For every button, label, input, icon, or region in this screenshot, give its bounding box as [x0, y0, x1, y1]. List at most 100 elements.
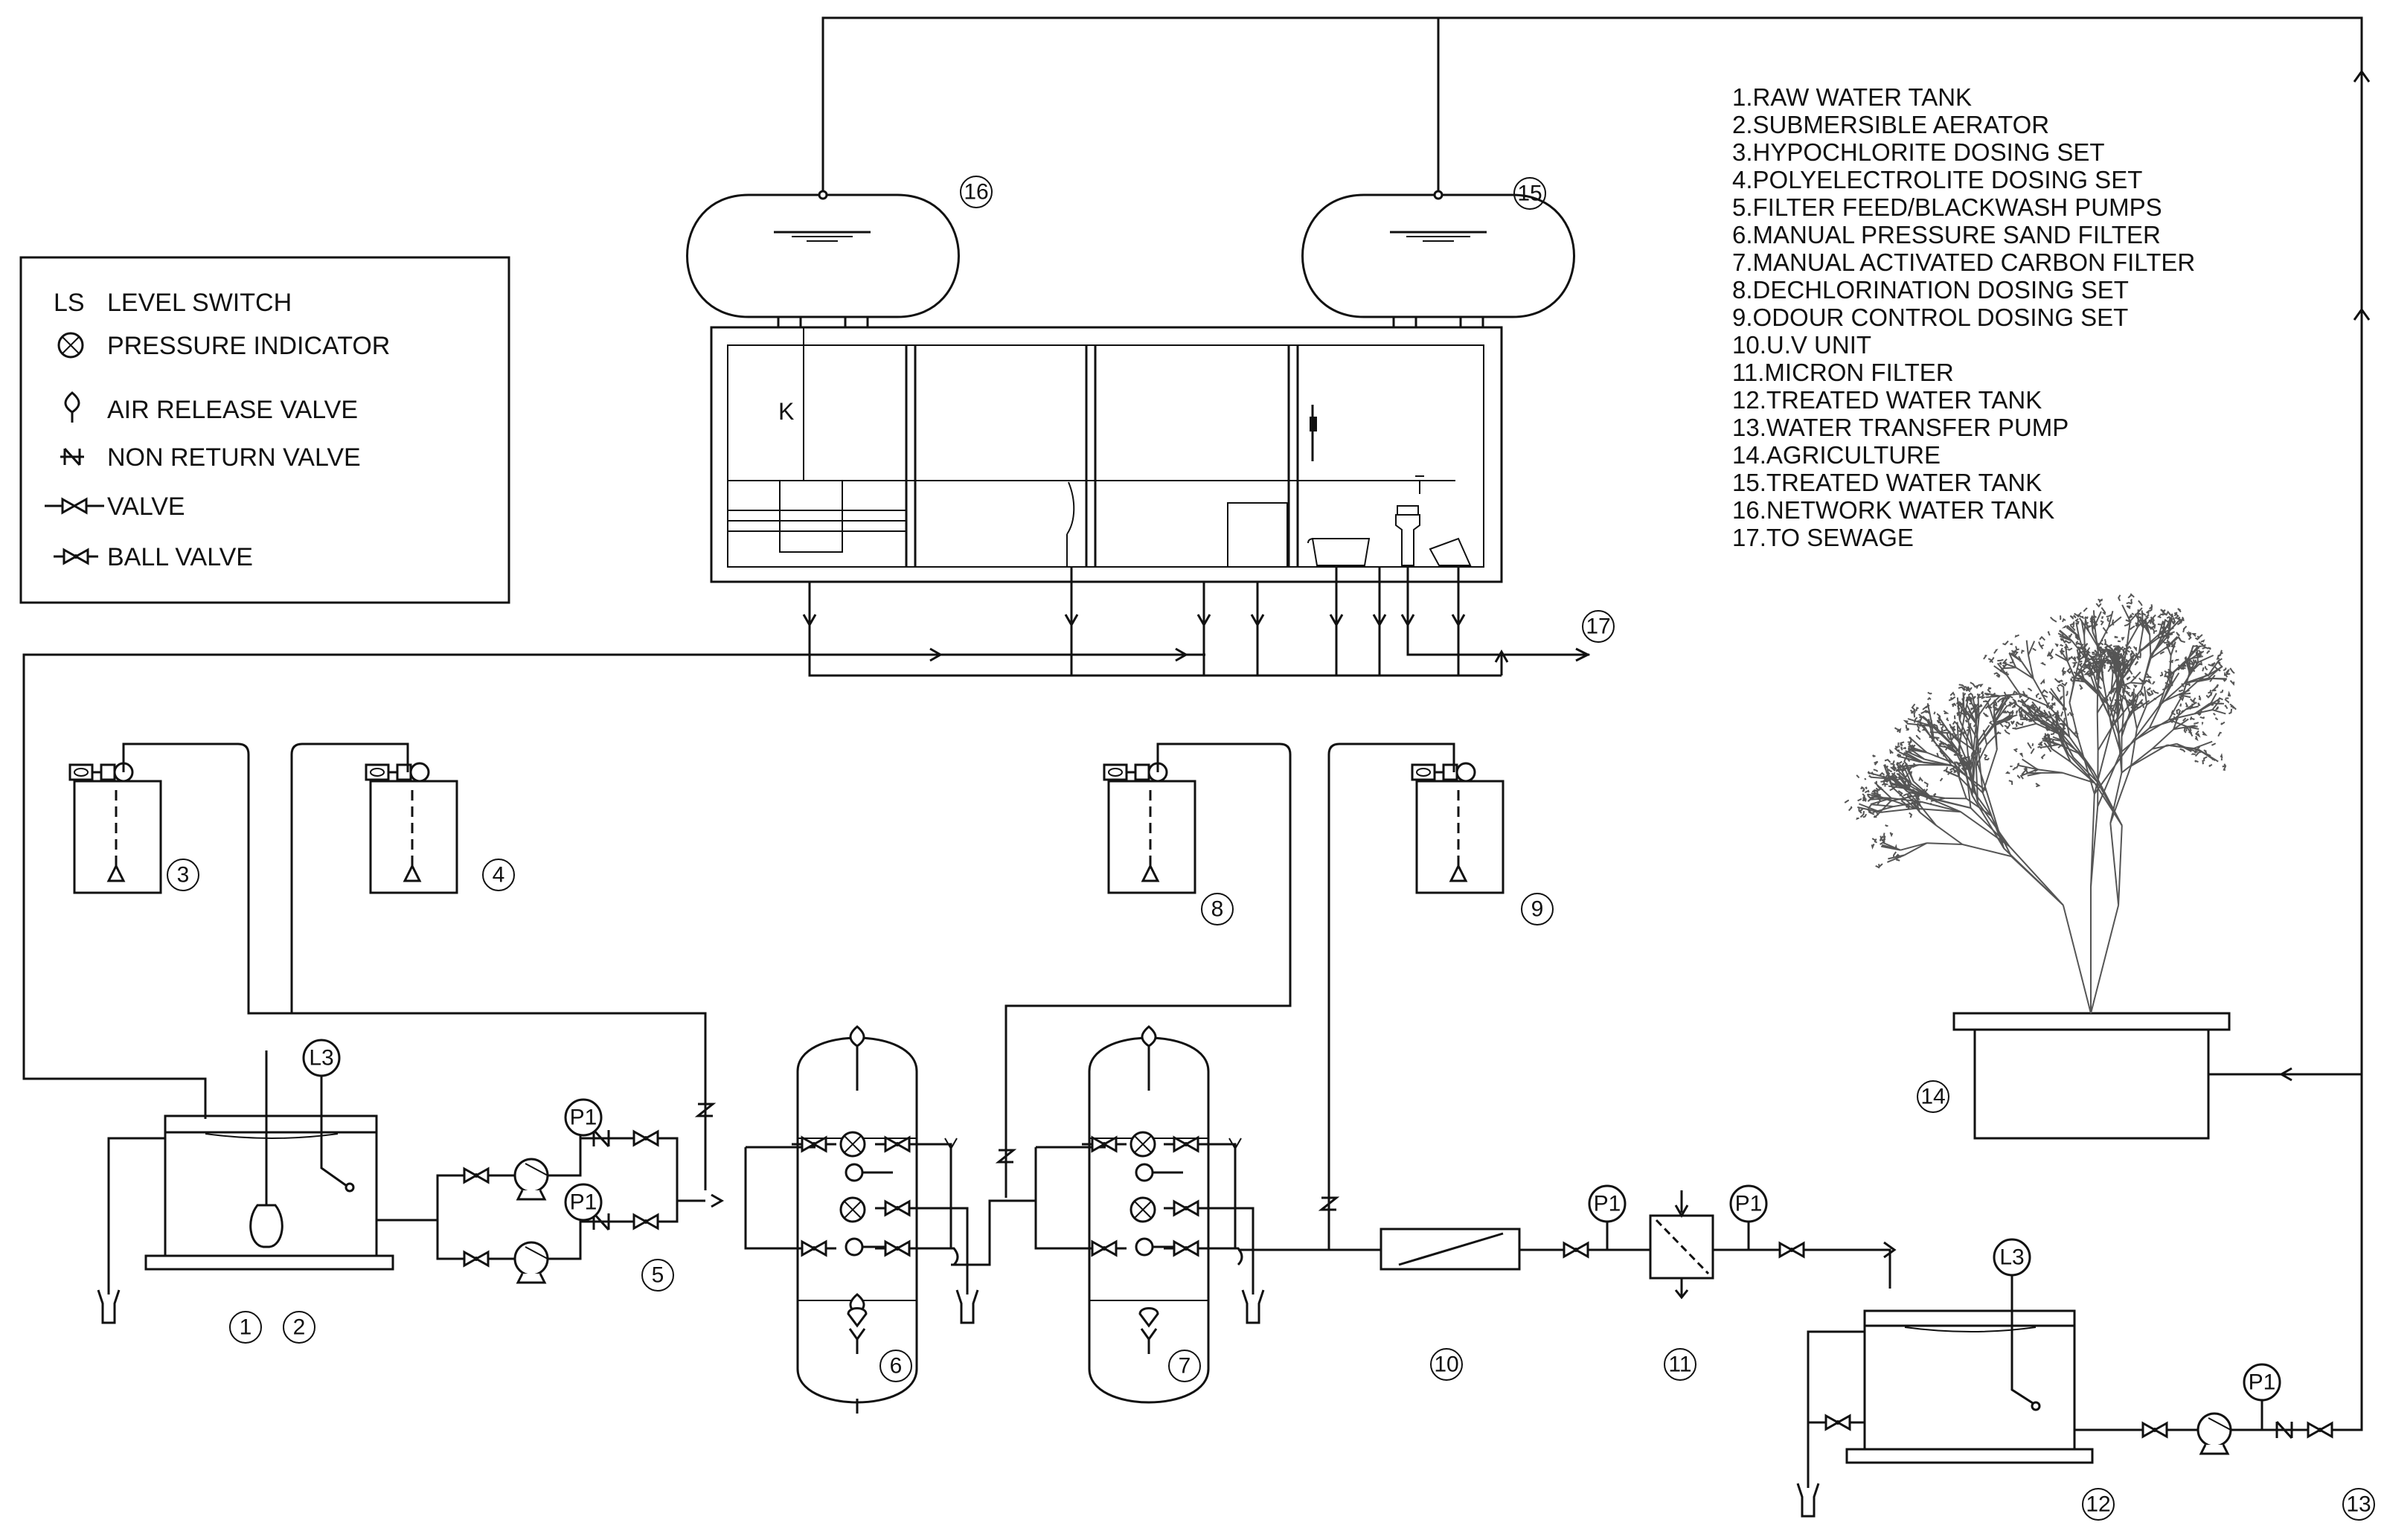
tree-branch	[2071, 640, 2086, 658]
tree-leaf	[1899, 760, 1903, 764]
tag-4: 4	[482, 859, 515, 891]
tree-leaf	[1862, 798, 1867, 802]
tree-leaf	[2135, 706, 2141, 708]
tree-leaf	[2211, 742, 2217, 746]
tree-branch	[2120, 646, 2128, 681]
tree-branch	[1971, 695, 1978, 719]
tree-branch	[2066, 624, 2080, 638]
tree-leaf	[2060, 638, 2065, 642]
tree-leaf	[2054, 643, 2059, 647]
tree-branch	[2097, 752, 2121, 807]
tree-leaf	[1915, 788, 1920, 793]
tree-leaf	[2074, 612, 2082, 617]
tree-branch	[1926, 751, 1954, 764]
tree-leaf	[2130, 593, 2135, 598]
tree-leaf	[2103, 697, 2109, 702]
tree-leaf	[2143, 620, 2147, 624]
tree-branch	[1938, 716, 1951, 734]
tree-branch	[2132, 719, 2170, 742]
tree-branch	[2062, 771, 2095, 784]
tree-branch	[2027, 771, 2042, 777]
equipment-list-item: 14.AGRICULTURE	[1732, 441, 1941, 469]
tree-branch	[2130, 728, 2138, 766]
tree-leaf	[1929, 802, 1932, 806]
tree-leaf	[1923, 793, 1929, 801]
tree-leaf	[1889, 748, 1894, 754]
tree-branch	[1943, 745, 1957, 754]
tag-12: 12	[2082, 1488, 2115, 1521]
tree-branch	[2090, 794, 2095, 888]
tree-leaf	[2059, 644, 2064, 647]
tree-leaf	[2173, 716, 2179, 722]
tree-branch	[1958, 719, 1975, 751]
legend-label-non-return-valve: NON RETURN VALVE	[107, 443, 361, 472]
tree-branch	[1919, 812, 1937, 827]
tree-leaf	[2199, 661, 2203, 666]
tree-leaf	[1890, 760, 1895, 766]
tree-branch	[2109, 772, 2123, 824]
tree-branch	[2010, 652, 2022, 662]
tree-leaf	[2125, 644, 2130, 649]
tree-leaf	[2112, 619, 2115, 626]
tree-leaf	[1967, 725, 1972, 729]
tree-leaf	[2202, 760, 2205, 765]
tree-leaf	[2015, 710, 2019, 714]
tree-branch	[2187, 655, 2203, 661]
tree-branch	[2171, 672, 2180, 684]
tree-branch	[1952, 762, 1984, 794]
tree-branch	[2131, 705, 2138, 729]
tree-branch	[2074, 659, 2080, 677]
tree-leaf	[1976, 693, 1980, 697]
tree-branch	[2015, 722, 2037, 730]
tree-branch	[2069, 676, 2077, 703]
tree-leaf	[2135, 621, 2139, 626]
tree-leaf	[2128, 699, 2131, 702]
tree-branch	[1905, 750, 1925, 760]
tree-leaf	[2052, 720, 2055, 724]
tree-leaf	[2217, 731, 2222, 737]
tree-leaf	[2098, 598, 2103, 603]
tree-leaf	[2173, 642, 2176, 648]
tree-leaf	[2195, 638, 2200, 641]
tree-leaf	[2061, 681, 2068, 687]
tree-leaf	[1894, 727, 1898, 731]
tree-branch	[1978, 750, 1984, 793]
tree-leaf	[2126, 605, 2131, 609]
tree-leaf	[2098, 598, 2103, 602]
tree-branch	[1930, 797, 1946, 802]
tree-branch	[1973, 792, 1992, 817]
tag-16: 16	[960, 176, 993, 208]
tree-leaf	[2177, 608, 2182, 613]
tree-branch	[2212, 709, 2226, 715]
tree-leaf	[1880, 779, 1886, 783]
tree-branch	[2008, 845, 2064, 906]
equipment-list-item: 11.MICRON FILTER	[1732, 359, 1954, 386]
tree-leaf	[2074, 617, 2079, 623]
tree-leaf	[2173, 658, 2179, 661]
ball-valve-icon	[52, 548, 100, 565]
equipment-list-item: 6.MANUAL PRESSURE SAND FILTER	[1732, 221, 2161, 248]
tree-leaf	[2041, 694, 2048, 698]
tree-leaf	[2016, 721, 2020, 725]
tree-leaf	[2201, 643, 2206, 647]
tree-leaf	[1856, 774, 1860, 779]
tree-leaf	[2208, 647, 2211, 650]
tree-branch	[1956, 697, 1961, 721]
tree-leaf	[2022, 690, 2026, 696]
tree-leaf	[2181, 710, 2185, 713]
kitchen-label: K	[778, 398, 794, 425]
tree-leaf	[2219, 661, 2223, 667]
tree-leaf	[2015, 646, 2019, 651]
tree-leaf	[1979, 747, 1981, 753]
tag-3: 3	[167, 859, 199, 891]
tree-leaf	[1894, 844, 1897, 850]
tree-leaf	[2051, 696, 2054, 701]
tree-leaf	[2130, 598, 2133, 604]
tag-13: 13	[2342, 1488, 2375, 1521]
tree-leaf	[1888, 775, 1894, 780]
tree-leaf	[1981, 693, 1984, 698]
tree-leaf	[2176, 616, 2182, 621]
tree-branch	[2037, 769, 2063, 774]
tree-leaf	[2019, 774, 2024, 780]
